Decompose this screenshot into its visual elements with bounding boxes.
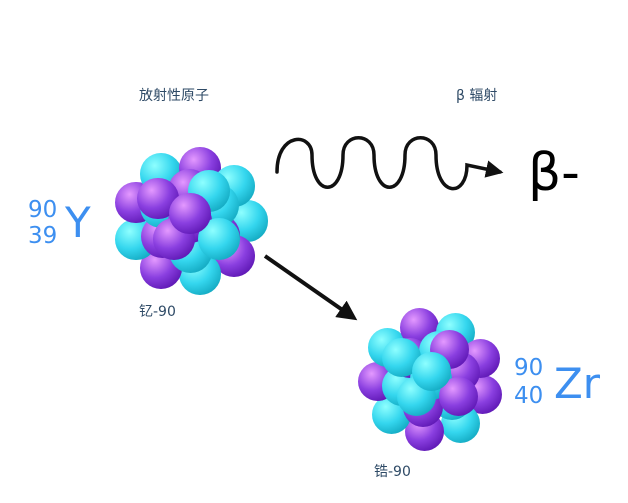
neutron-ball [411,352,451,392]
beta-minus-particle: β- [528,143,580,203]
zirconium-atomic-number: 40 [514,383,544,409]
zirconium-mass-number: 90 [514,355,544,381]
decay-arrow-icon [263,254,358,321]
zirconium-90-nucleus [356,306,506,452]
zirconium-90-label: 锆-90 [374,464,411,480]
yttrium-mass-number: 90 [28,197,58,223]
proton-ball [169,192,211,235]
yttrium-90-nucleus [110,146,270,296]
beta-wave-arrow-icon [275,136,504,191]
beta-radiation-label: β 辐射 [456,88,498,104]
yttrium-atomic-number: 39 [28,223,58,249]
yttrium-symbol: 90 39 Y [28,196,118,256]
zirconium-element-symbol: Zr [554,359,601,408]
yttrium-90-label: 钇-90 [139,304,176,320]
radioactive-atom-label: 放射性原子 [139,88,209,104]
yttrium-element-symbol: Y [65,198,91,247]
zirconium-symbol: 90 40 Zr [514,356,624,416]
